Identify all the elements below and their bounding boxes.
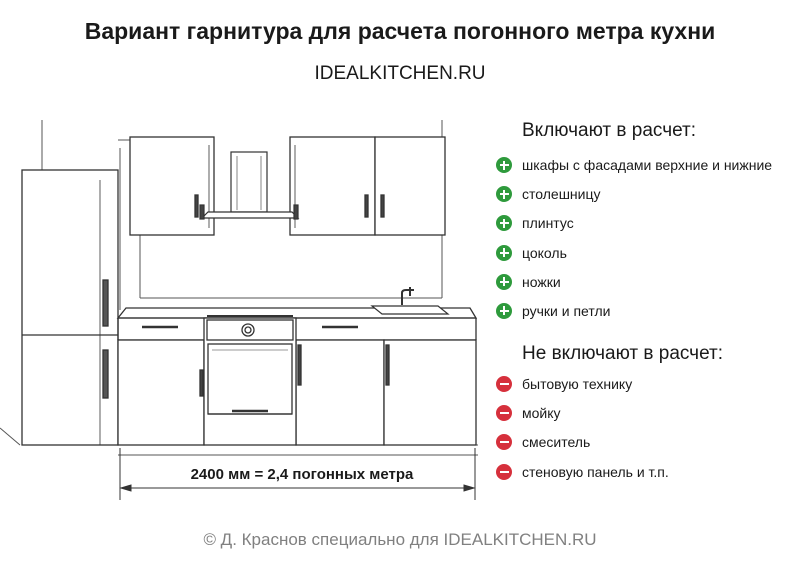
footer-credit: © Д. Краснов специально для IDEALKITCHEN… bbox=[203, 530, 597, 549]
lower-cabinets bbox=[117, 325, 477, 446]
plus-circle-icon bbox=[496, 302, 512, 319]
plus-circle-icon bbox=[496, 157, 512, 173]
site-name: IDEALKITCHEN.RU bbox=[314, 63, 486, 84]
upper-cabinets bbox=[129, 136, 446, 236]
dimension-line bbox=[119, 448, 476, 500]
fridge bbox=[21, 169, 119, 446]
minus-circle-icon bbox=[496, 405, 512, 422]
range-hood bbox=[199, 151, 300, 220]
oven bbox=[203, 315, 297, 446]
plus-circle-icon bbox=[496, 273, 512, 290]
sink bbox=[370, 287, 450, 315]
plus-circle-icon bbox=[496, 186, 512, 203]
minus-circle-icon bbox=[496, 463, 512, 480]
page-title: Вариант гарнитура для расчета погонного … bbox=[84, 18, 716, 44]
minus-circle-icon bbox=[496, 376, 512, 392]
minus-circle-icon bbox=[496, 434, 512, 451]
dimension-label: 2400 мм = 2,4 погонных метра bbox=[190, 466, 414, 483]
plus-circle-icon bbox=[496, 215, 512, 232]
plus-circle-icon bbox=[496, 244, 512, 261]
included-heading: Включают в расчет: bbox=[522, 120, 697, 141]
excluded-heading: Не включают в расчет: bbox=[522, 343, 723, 364]
